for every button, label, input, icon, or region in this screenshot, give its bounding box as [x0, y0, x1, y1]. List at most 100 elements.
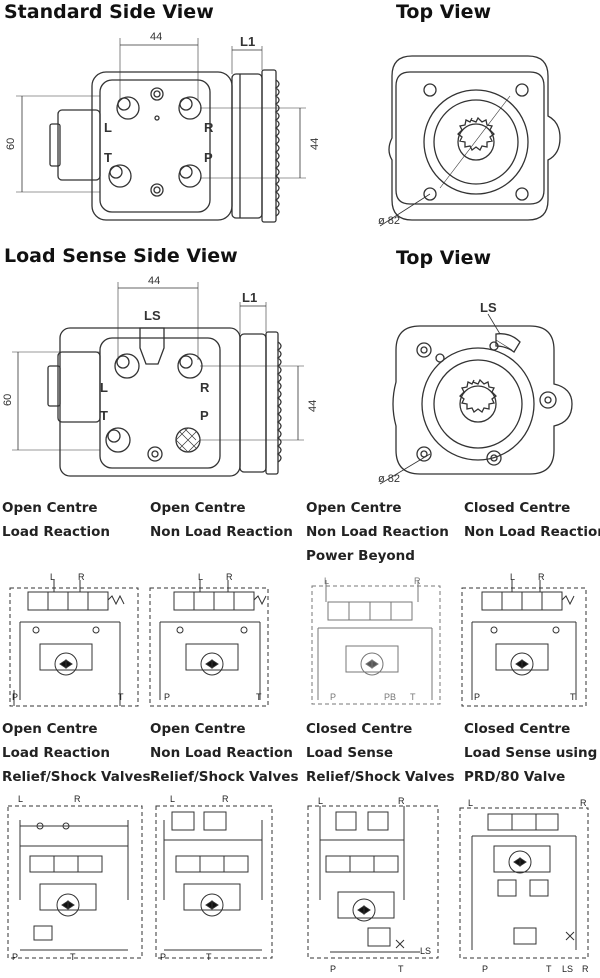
port-p: P — [204, 150, 213, 165]
title-top-view-2: Top View — [396, 247, 492, 269]
schematic-7 — [307, 805, 439, 959]
dim-l1-ls: L1 — [242, 290, 257, 305]
caption-line: Open Centre — [150, 500, 246, 516]
schematic-5 — [7, 805, 143, 959]
s7-port-ls: LS — [420, 946, 431, 956]
s4-port-r: R — [538, 572, 545, 582]
s4-port-t: T — [570, 692, 576, 702]
dim-dia-82: ø 82 — [378, 215, 400, 227]
caption-5: Open Centre Load Reaction Relief/Shock V… — [2, 717, 151, 789]
caption-6: Open Centre Non Load Reaction Relief/Sho… — [150, 717, 299, 789]
standard-side-view-drawing — [16, 38, 306, 223]
s2-port-p: P — [164, 692, 170, 702]
s6-port-t: T — [206, 952, 212, 962]
caption-line: Non Load Reaction — [150, 745, 293, 761]
s7-port-l: L — [318, 796, 323, 806]
schematic-8 — [459, 807, 589, 959]
dim-60-ls: 60 — [2, 394, 14, 406]
title-standard-side-view: Standard Side View — [4, 1, 214, 23]
s4-port-l: L — [510, 572, 515, 582]
s7-port-r: R — [398, 796, 405, 806]
s3-port-pb: PB — [384, 692, 396, 702]
caption-1: Open Centre Load Reaction — [2, 496, 110, 544]
port-p-ls: P — [200, 408, 209, 423]
port-ls-side: LS — [144, 308, 161, 323]
dim-dia-82-ls: ø 82 — [378, 473, 400, 485]
schematic-2 — [149, 580, 269, 707]
caption-line: Non Load Reaction — [150, 524, 293, 540]
s8-port-t: T — [546, 964, 552, 974]
port-t-ls: T — [100, 408, 108, 423]
caption-line: Closed Centre — [464, 721, 571, 737]
s2-port-r: R — [226, 572, 233, 582]
s3-port-l: L — [324, 576, 329, 586]
dim-44-top-ls: 44 — [148, 275, 160, 287]
port-t: T — [104, 150, 112, 165]
s3-port-r: R — [414, 576, 421, 586]
s7-port-t: T — [398, 964, 404, 974]
dim-44-right: 44 — [309, 138, 321, 150]
s3-port-p: P — [330, 692, 336, 702]
caption-line: Closed Centre — [306, 721, 413, 737]
caption-line: Relief/Shock Valves — [2, 769, 151, 785]
caption-line: Relief/Shock Valves — [150, 769, 299, 785]
caption-line: Open Centre — [2, 721, 98, 737]
s4-port-p: P — [474, 692, 480, 702]
caption-line: Load Sense — [306, 745, 394, 761]
port-r-ls: R — [200, 380, 210, 395]
dim-l1: L1 — [240, 34, 255, 49]
caption-line: Closed Centre — [464, 500, 571, 516]
s8-port-l: L — [468, 798, 473, 808]
s6-port-p: P — [160, 952, 166, 962]
top-view-2-drawing — [379, 313, 573, 485]
caption-line: Power Beyond — [306, 548, 415, 564]
s6-port-r: R — [222, 794, 229, 804]
schematic-3 — [311, 580, 441, 705]
s8-port-r: R — [580, 798, 587, 808]
caption-line: Load Reaction — [2, 745, 110, 761]
caption-line: Load Reaction — [2, 524, 110, 540]
s6-port-l: L — [170, 794, 175, 804]
caption-line: Non Load Reaction — [464, 524, 600, 540]
caption-line: Non Load Reaction — [306, 524, 449, 540]
caption-7: Closed Centre Load Sense Relief/Shock Va… — [306, 717, 455, 789]
dim-44-right-ls: 44 — [307, 400, 319, 412]
caption-line: Relief/Shock Valves — [306, 769, 455, 785]
dim-44-top: 44 — [150, 31, 162, 43]
s5-port-l: L — [18, 794, 23, 804]
s3-port-t: T — [410, 692, 416, 702]
s2-port-l: L — [198, 572, 203, 582]
schematic-4 — [461, 580, 587, 707]
schematic-1 — [9, 580, 139, 707]
caption-line: Load Sense using — [464, 745, 598, 761]
s5-port-r: R — [74, 794, 81, 804]
s7-port-p: P — [330, 964, 336, 974]
port-r: R — [204, 120, 214, 135]
schematic-6 — [155, 805, 273, 959]
title-load-sense-side-view: Load Sense Side View — [4, 245, 238, 267]
port-ls-top: LS — [480, 300, 497, 315]
caption-line: Open Centre — [306, 500, 402, 516]
caption-line: Open Centre — [2, 500, 98, 516]
caption-4: Closed Centre Non Load Reaction — [464, 496, 600, 544]
s1-port-r: R — [78, 572, 85, 582]
load-sense-side-view-drawing — [12, 282, 304, 477]
port-l: L — [104, 120, 112, 135]
s1-port-t: T — [118, 692, 124, 702]
caption-2: Open Centre Non Load Reaction — [150, 496, 293, 544]
dim-60: 60 — [5, 138, 17, 150]
s5-port-p: P — [12, 952, 18, 962]
caption-line: PRD/80 Valve — [464, 769, 566, 785]
s5-port-t: T — [70, 952, 76, 962]
title-top-view-1: Top View — [396, 1, 492, 23]
s1-port-l: L — [50, 572, 55, 582]
top-view-1-drawing — [379, 55, 561, 227]
caption-line: Open Centre — [150, 721, 246, 737]
s8-port-p: P — [482, 964, 488, 974]
s8-port-ls: LS — [562, 964, 573, 974]
port-l-ls: L — [100, 380, 108, 395]
s8-port-r-bottom: R — [582, 964, 589, 974]
s2-port-t: T — [256, 692, 262, 702]
caption-3: Open Centre Non Load Reaction Power Beyo… — [306, 496, 449, 568]
